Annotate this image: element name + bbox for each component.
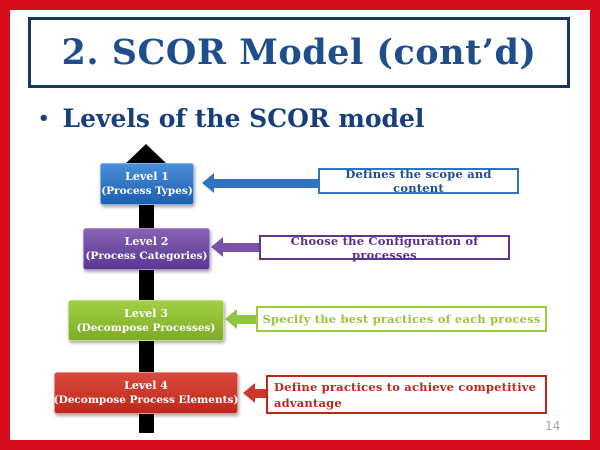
left-arrow-icon: [211, 237, 260, 257]
slide-title-box: 2. SCOR Model (cont’d): [28, 17, 570, 88]
level-4-description: Define practices to achieve competitive …: [266, 375, 547, 414]
up-arrow-icon: [125, 144, 167, 164]
level-sublabel: (Process Types): [101, 185, 193, 197]
arrow-shaft: [214, 178, 320, 188]
level-2-box: Level 2 (Process Categories): [83, 228, 210, 270]
level-label: Level 4: [124, 379, 168, 392]
level-3-description: Specify the best practices of each proce…: [256, 306, 547, 332]
slide-title: 2. SCOR Model (cont’d): [61, 32, 537, 73]
left-arrow-icon: [243, 383, 267, 403]
arrow-head: [243, 383, 255, 403]
bullet-item: • Levels of the SCOR model: [38, 104, 424, 133]
arrow-shaft: [255, 388, 267, 398]
page-number: 14: [545, 419, 561, 433]
level-4-box: Level 4 (Decompose Process Elements): [54, 372, 238, 414]
level-1-box: Level 1 (Process Types): [100, 163, 194, 205]
bullet-icon: •: [38, 107, 50, 129]
level-sublabel: (Process Categories): [85, 250, 208, 262]
level-sublabel: (Decompose Process Elements): [53, 394, 239, 406]
arrow-head: [202, 173, 214, 193]
arrow-shaft: [237, 314, 258, 324]
arrow-shaft: [223, 242, 260, 252]
left-arrow-icon: [202, 173, 320, 193]
level-sublabel: (Decompose Processes): [76, 321, 216, 334]
arrow-head: [225, 309, 237, 329]
left-arrow-icon: [225, 309, 258, 329]
level-label: Level 3: [124, 306, 168, 320]
level-2-description: Choose the Configuration of processes: [259, 234, 510, 262]
bullet-text: Levels of the SCOR model: [62, 104, 425, 133]
level-3-box: Level 3 (Decompose Processes): [68, 300, 224, 341]
arrow-head: [211, 237, 223, 257]
level-1-description: Defines the scope and content: [318, 167, 519, 195]
level-label: Level 1: [125, 170, 169, 183]
level-label: Level 2: [124, 235, 169, 248]
